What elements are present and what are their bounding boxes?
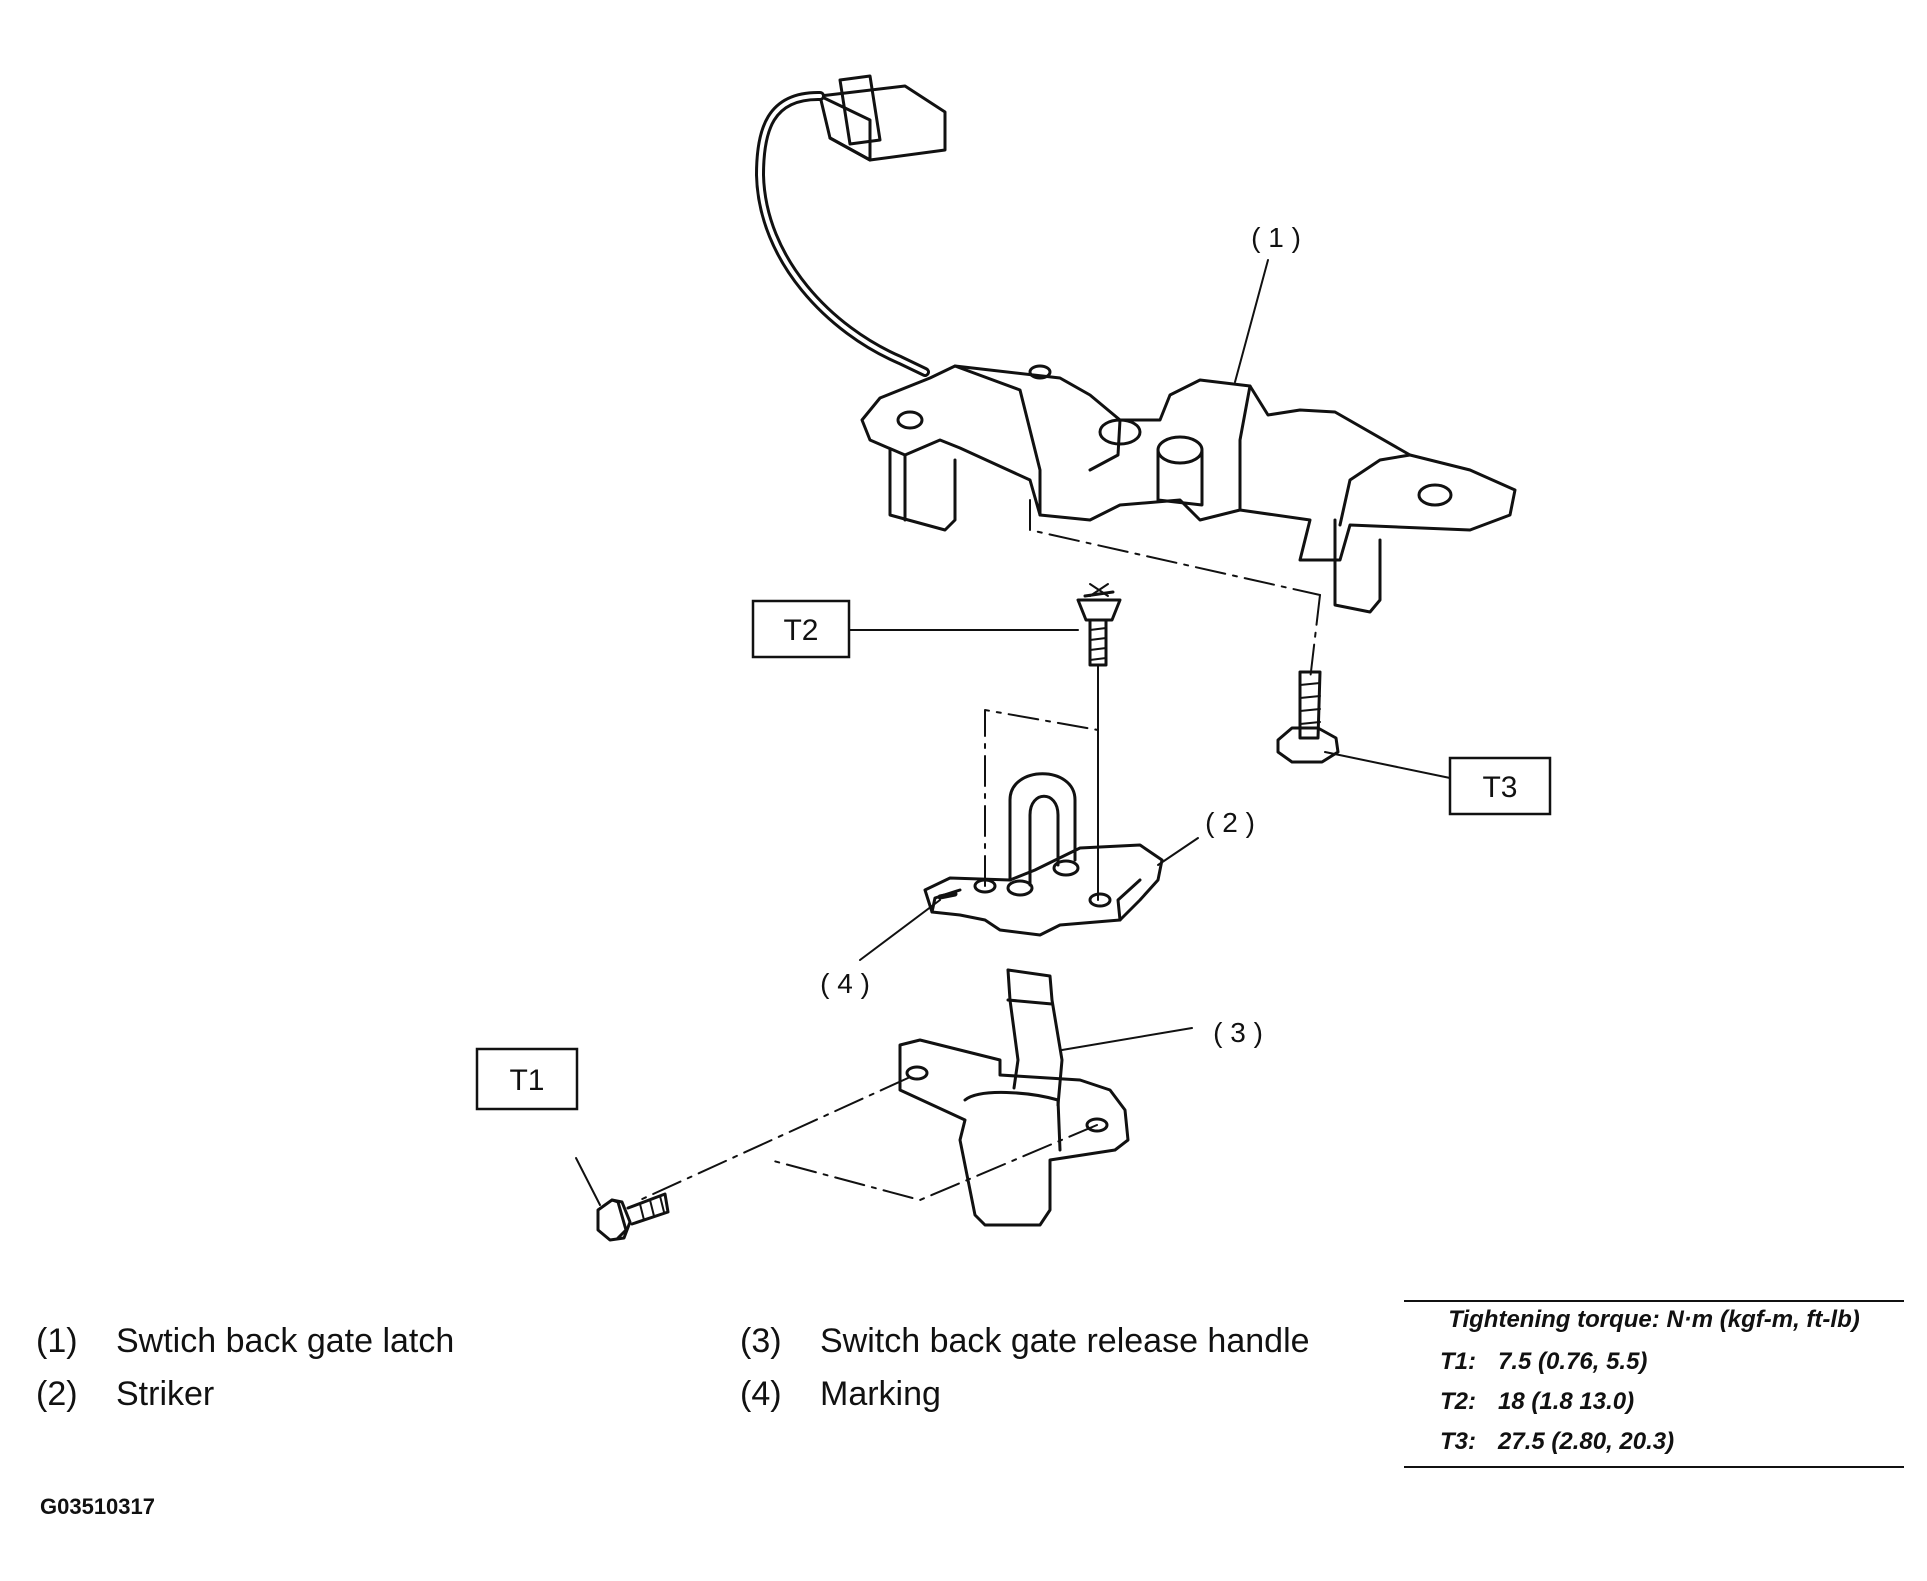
legend-num: (1) bbox=[36, 1322, 78, 1360]
wire-harness bbox=[755, 90, 930, 377]
t1-box bbox=[475, 1047, 579, 1111]
torque-key: T3: bbox=[1440, 1428, 1476, 1455]
callout-2: ( 2 ) bbox=[1205, 807, 1255, 838]
legend-num: (4) bbox=[740, 1375, 782, 1413]
legend-label: Marking bbox=[820, 1375, 941, 1413]
t3-box bbox=[1448, 756, 1552, 816]
torque-row-t1: T1: 7.5 (0.76, 5.5) bbox=[1404, 1342, 1904, 1382]
torque-table-rule bbox=[1404, 1466, 1904, 1468]
legend-num: (2) bbox=[36, 1375, 78, 1413]
t3-label: T3 bbox=[1482, 771, 1517, 804]
legend-item-1: (1) Swtich back gate latch bbox=[36, 1324, 454, 1358]
legend-num: (3) bbox=[740, 1322, 782, 1360]
legend-item-3: (3) Switch back gate release handle bbox=[740, 1324, 1310, 1358]
t2-box bbox=[751, 599, 851, 659]
callout-3: ( 3 ) bbox=[1213, 1017, 1263, 1048]
torque-table-title: Tightening torque: N·m (kgf-m, ft-lb) bbox=[1404, 1300, 1904, 1342]
torque-value: 18 (1.8 13.0) bbox=[1498, 1388, 1635, 1415]
torque-value: 7.5 (0.76, 5.5) bbox=[1498, 1348, 1648, 1375]
legend-item-4: (4) Marking bbox=[740, 1377, 941, 1411]
callout-4-leader bbox=[859, 899, 941, 961]
torque-value: 27.5 (2.80, 20.3) bbox=[1498, 1428, 1675, 1455]
torque-table: Tightening torque: N·m (kgf-m, ft-lb) T1… bbox=[1404, 1300, 1904, 1468]
back-gate-latch-part bbox=[755, 74, 1517, 681]
bolt-t3 bbox=[1276, 670, 1451, 779]
screw-t2 bbox=[847, 583, 1122, 901]
t1-label: T1 bbox=[509, 1064, 544, 1097]
callout-1-leader bbox=[1234, 259, 1269, 383]
callout-1: ( 1 ) bbox=[1251, 222, 1301, 253]
callout-2-leader bbox=[1157, 837, 1199, 866]
callout-4: ( 4 ) bbox=[820, 968, 870, 999]
mounting-posts bbox=[888, 364, 1453, 614]
wire-connector bbox=[818, 74, 947, 162]
legend-label: Striker bbox=[116, 1375, 215, 1413]
latch-body bbox=[860, 364, 1517, 562]
legend-label: Switch back gate release handle bbox=[820, 1322, 1310, 1360]
torque-row-t2: T2: 18 (1.8 13.0) bbox=[1404, 1382, 1904, 1422]
torque-row-t3: T3: 27.5 (2.80, 20.3) bbox=[1404, 1422, 1904, 1462]
figure-code: G03510317 bbox=[40, 1494, 155, 1519]
legend-label: Swtich back gate latch bbox=[116, 1322, 455, 1360]
callout-3-leader bbox=[1061, 1027, 1193, 1051]
torque-key: T1: bbox=[1440, 1348, 1476, 1375]
bolt-t1 bbox=[575, 1157, 670, 1242]
latch-center-line bbox=[1029, 499, 1321, 596]
torque-key: T2: bbox=[1440, 1388, 1476, 1415]
legend-item-2: (2) Striker bbox=[36, 1377, 214, 1411]
striker-part bbox=[859, 709, 1199, 961]
t2-label: T2 bbox=[783, 614, 818, 647]
release-handle-part bbox=[639, 968, 1193, 1227]
striker-marking bbox=[937, 891, 958, 900]
